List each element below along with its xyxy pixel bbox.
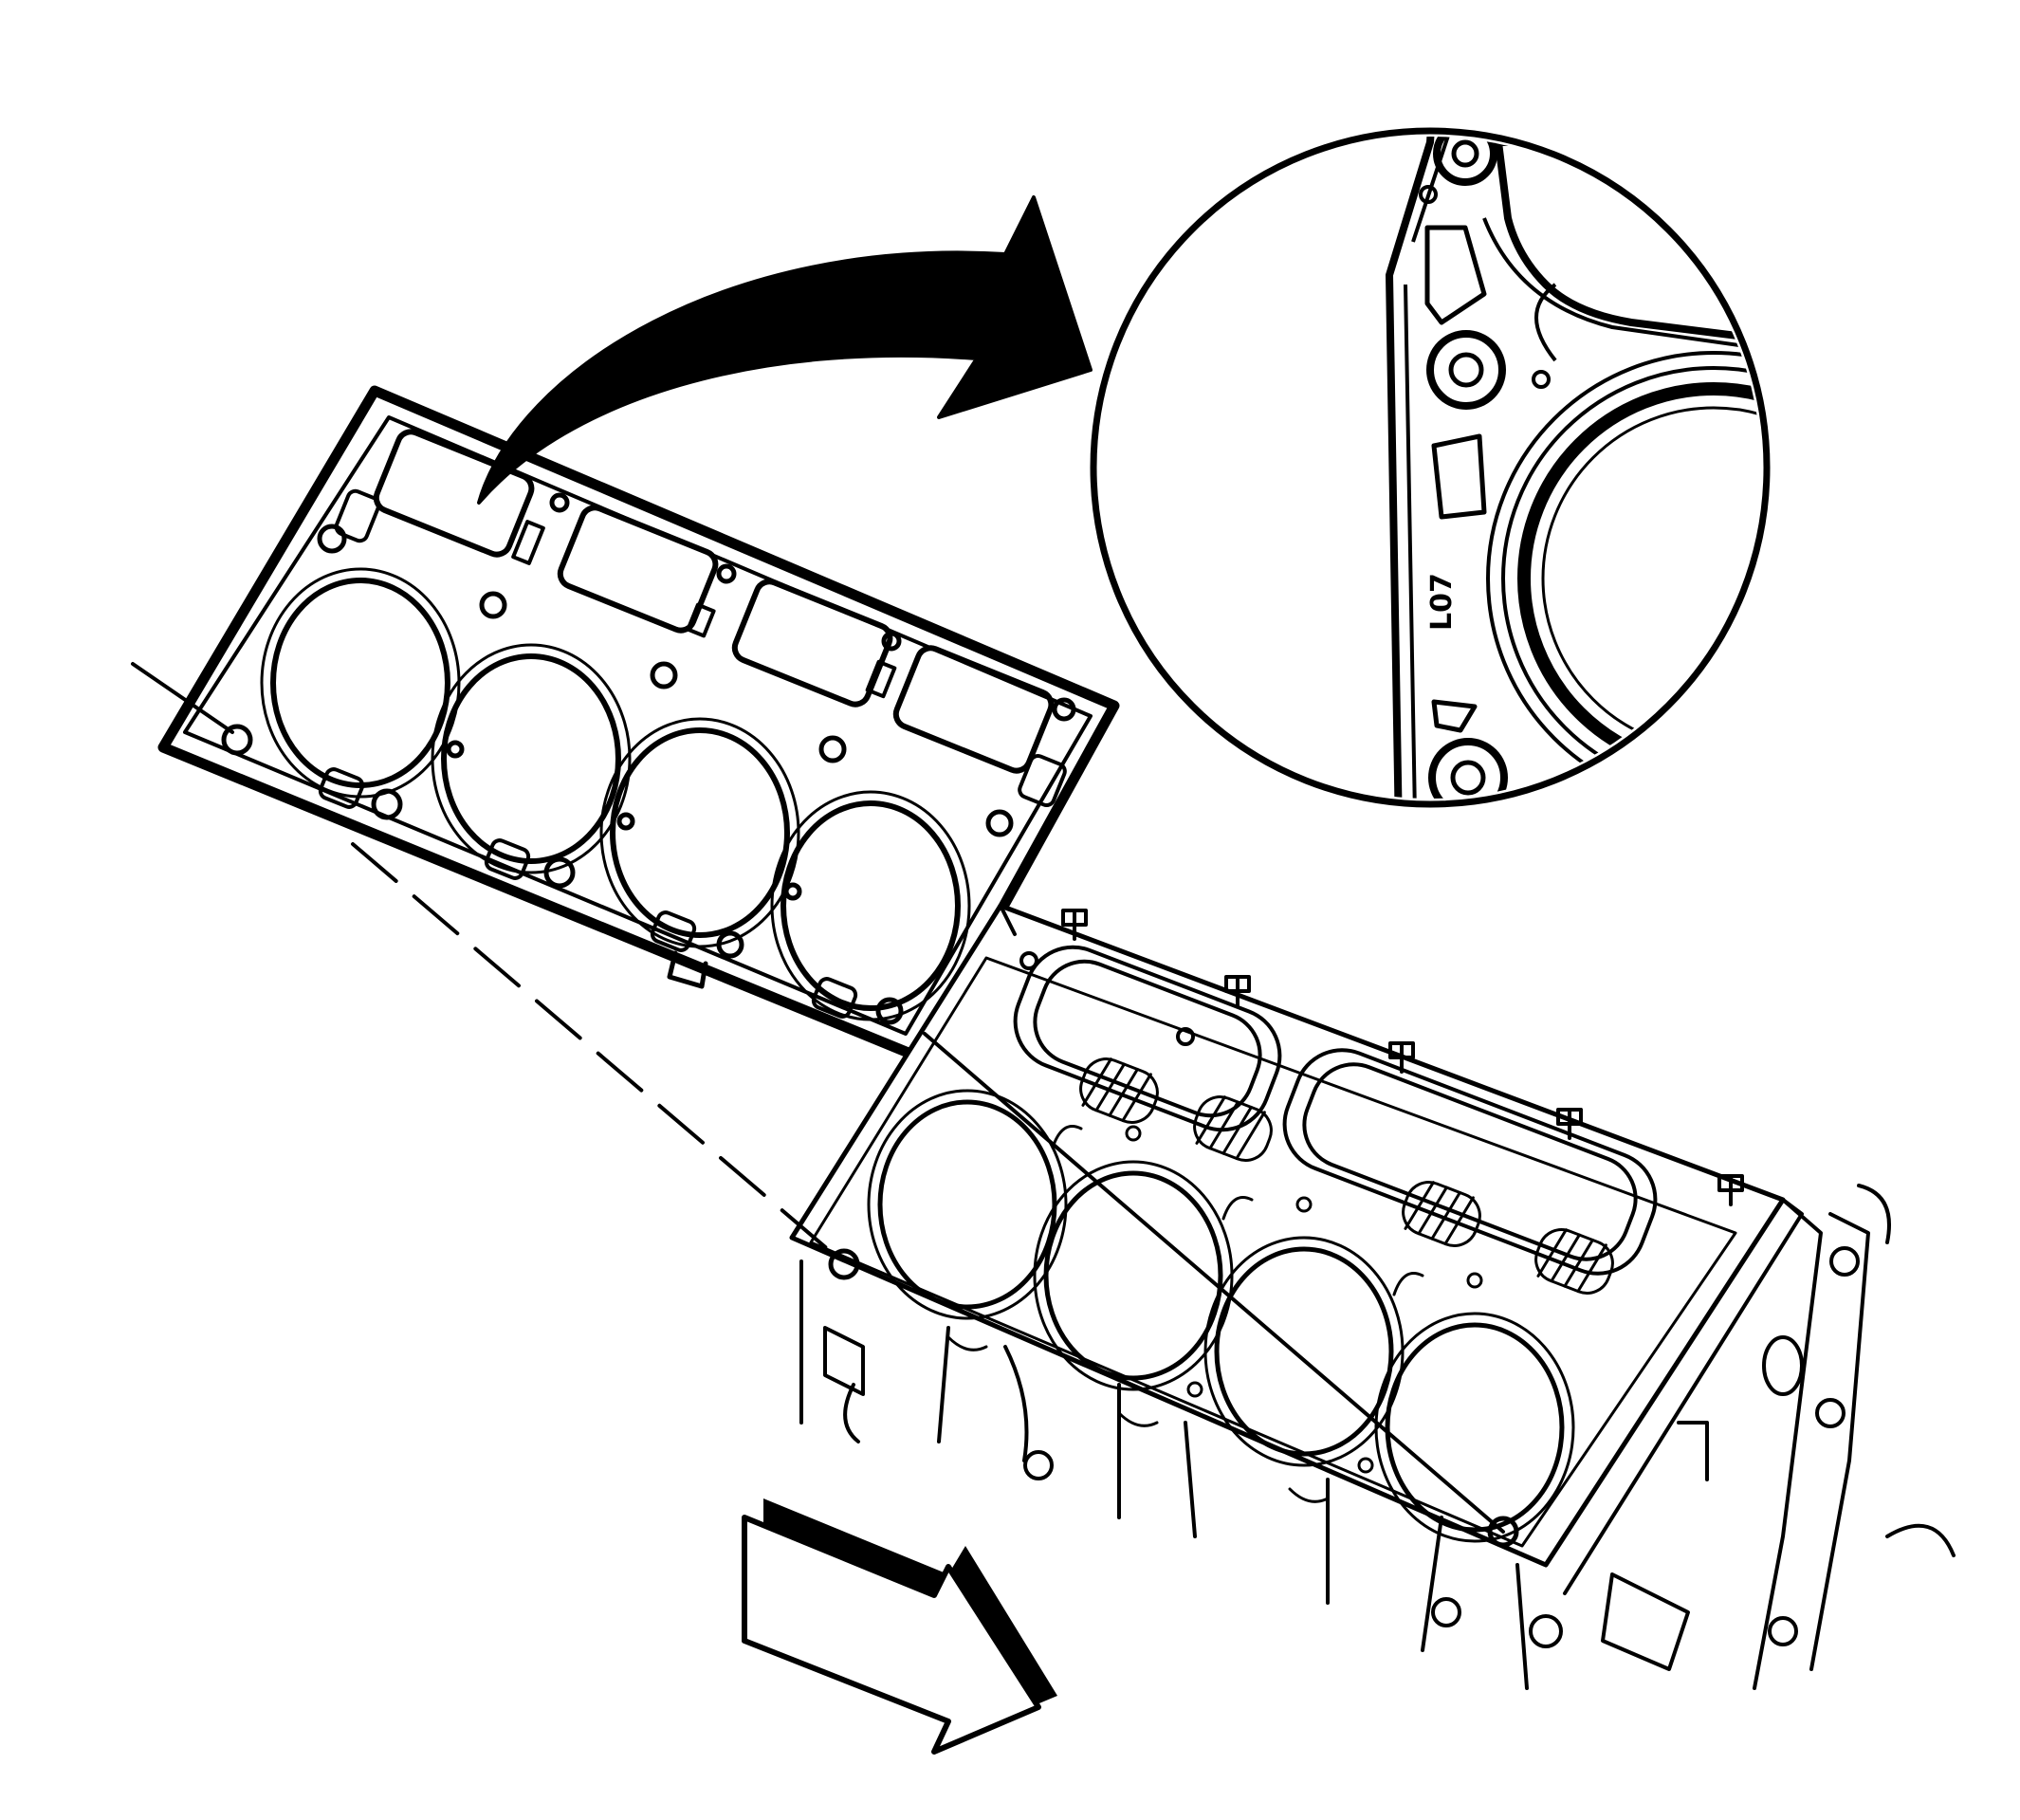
- block-studs: [1019, 909, 1744, 1206]
- block-bore-3: [1214, 1246, 1394, 1457]
- block-bore-4: [1385, 1322, 1565, 1533]
- gasket-bores: [270, 578, 961, 1011]
- block-lower-side: [799, 1259, 1709, 1690]
- engine-front-direction-arrow: [742, 1498, 1057, 1755]
- engine-block: [789, 903, 1956, 1690]
- block-deck-inner: [809, 956, 1737, 1548]
- gasket-tab: [667, 950, 708, 989]
- valve-lifters: [1079, 1057, 1614, 1295]
- detail-bolt-hole-mid: [1426, 330, 1506, 410]
- block-bore-rings: [867, 1089, 1575, 1543]
- alignment-lines: [131, 662, 1505, 1534]
- gasket-bore-3: [610, 727, 790, 938]
- gasket-bore-1: [270, 578, 450, 788]
- gasket-slot-2: [686, 602, 716, 638]
- cylinder-head-gasket: [157, 385, 1120, 1063]
- block-coolant-passages: [946, 1125, 1483, 1503]
- gasket-detail-view: L07: [1090, 127, 1771, 808]
- zoom-callout-arrow: [477, 195, 1093, 505]
- block-dowel-front: [828, 1248, 860, 1280]
- lifter-valley: [1013, 945, 1658, 1276]
- dashed-guide-line: [351, 842, 838, 1259]
- gasket-part-marking: L07: [1425, 573, 1459, 631]
- block-dowel-rear: [1487, 1516, 1519, 1548]
- solid-guide-line-right: [923, 1032, 1505, 1534]
- gasket-port-2: [557, 505, 719, 634]
- detail-bolt-hole-bottom: [1428, 738, 1508, 799]
- gasket-port-3: [731, 579, 893, 708]
- detail-circle: [1090, 127, 1771, 808]
- solid-guide-line-left: [131, 662, 234, 734]
- gasket-slot-1: [511, 520, 545, 565]
- detail-bolt-hole-top: [1433, 137, 1497, 186]
- block-deck-outline: [789, 903, 1786, 1568]
- gasket-slot-3: [865, 659, 897, 699]
- gasket-port-1: [373, 429, 535, 558]
- block-front-end: [1753, 1184, 1956, 1690]
- detail-gasket-outline: [1386, 137, 1761, 799]
- direction-arrow-body: [742, 1515, 1041, 1755]
- detail-port: [1495, 138, 1761, 345]
- gasket-bore-4: [780, 800, 961, 1011]
- gasket-coolant-holes: [318, 488, 1067, 1019]
- gasket-bolt-holes: [221, 492, 1076, 1025]
- gasket-port-4: [892, 645, 1055, 774]
- gasket-bore-2: [441, 653, 621, 864]
